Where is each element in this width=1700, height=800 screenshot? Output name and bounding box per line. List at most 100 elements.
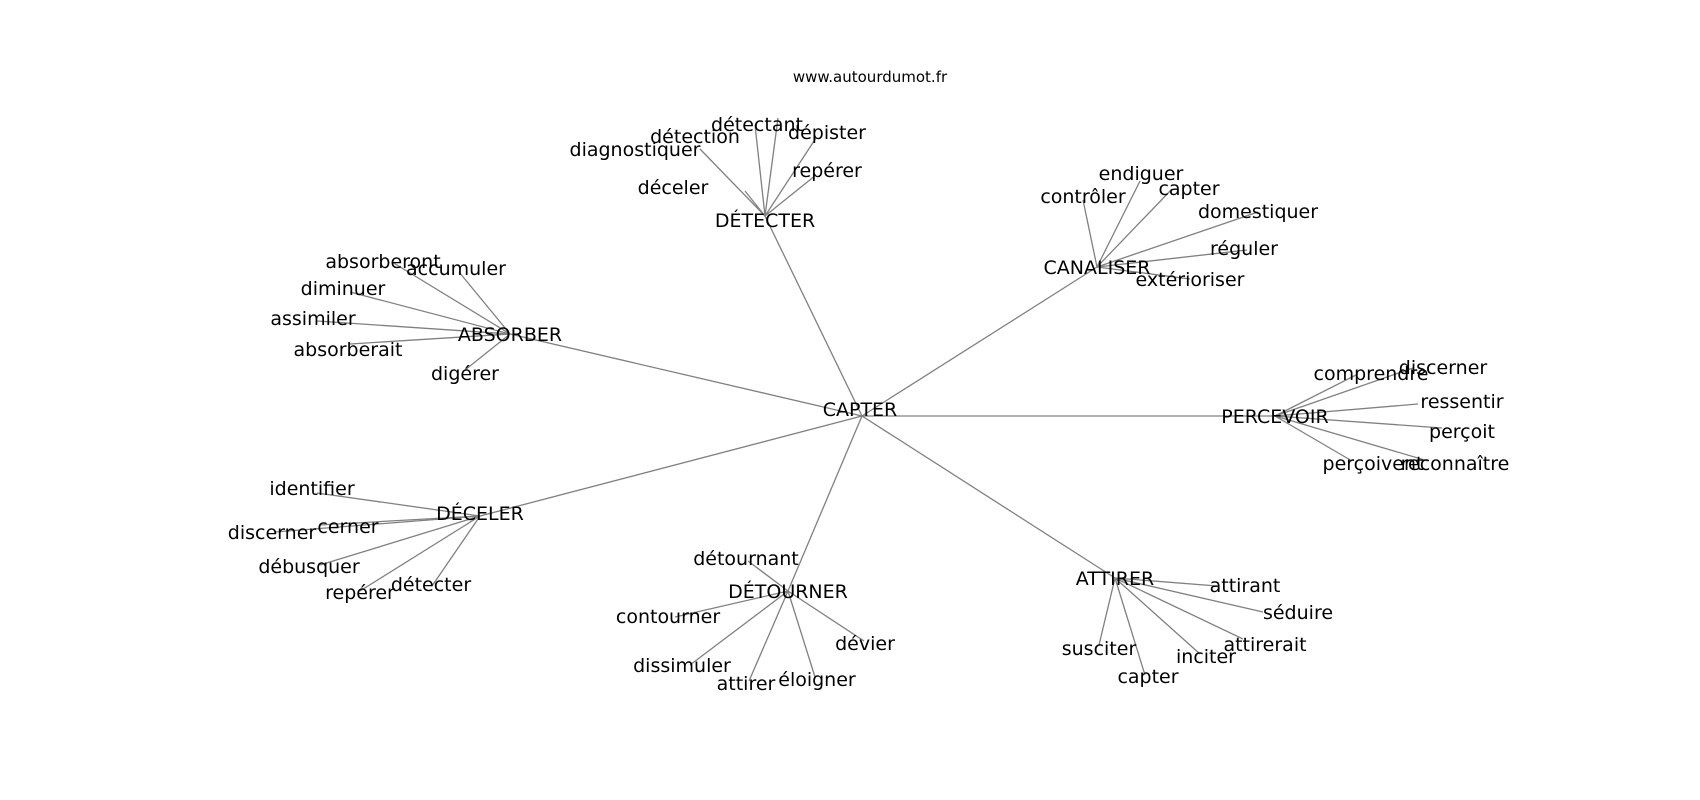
word-label: capter [1117, 666, 1178, 688]
edge-absorber-word [349, 291, 511, 335]
word-label: attirer [717, 673, 776, 695]
word-label: attirant [1210, 575, 1281, 597]
word-label: diminuer [301, 278, 386, 300]
word-label: susciter [1062, 638, 1137, 660]
word-label: diagnostiquer [570, 139, 701, 161]
hub-label-canaliser: CANALISER [1044, 257, 1151, 279]
edge-canaliser-word [1082, 199, 1098, 268]
word-label: digérer [431, 363, 499, 385]
edge-detecter-word [764, 174, 817, 217]
word-label: contrôler [1040, 186, 1126, 208]
word-label: attirerait [1223, 634, 1306, 656]
word-label: assimiler [270, 308, 355, 330]
hub-label-deceler: DÉCELER [436, 502, 524, 525]
word-label: détectant [711, 114, 803, 136]
edge-attirer-word [1114, 577, 1146, 676]
word-label: reconnaître [1401, 453, 1510, 475]
word-label: absorberont [325, 251, 440, 273]
word-label: accumuler [406, 258, 506, 280]
edge-detourner-word [787, 590, 816, 678]
hub-label-detecter: DÉTECTER [715, 209, 815, 232]
edge-percevoir-word [1274, 415, 1353, 462]
edge-detourner-word [674, 590, 789, 618]
word-label: débusquer [258, 556, 360, 578]
edge-detourner-word [787, 590, 865, 642]
edge-percevoir-word [1274, 403, 1419, 417]
word-label: repérer [792, 160, 862, 182]
word-label: éloigner [778, 669, 856, 691]
edge-detourner-word [748, 590, 789, 682]
edge-deceler-word [359, 515, 481, 592]
edge-percevoir-word [1274, 367, 1414, 417]
word-label: détournant [693, 548, 799, 570]
edge-attirer-word [1114, 577, 1244, 640]
center-node-label: CAPTER [823, 399, 898, 421]
word-label: comprendre [1314, 363, 1429, 385]
edge-absorber-word [349, 333, 511, 345]
word-label: dépister [788, 122, 866, 144]
graph-labels: www.autourdumot.fr CAPTER DÉTECTER diagno… [228, 68, 1510, 695]
edge-attirer-word [1114, 577, 1264, 613]
word-label: séduire [1263, 602, 1333, 624]
edge-detecter-word [754, 124, 766, 217]
edge-center-detourner [787, 415, 863, 592]
edge-percevoir-word [1274, 415, 1443, 429]
edge-canaliser-word [1096, 188, 1173, 268]
word-label: discerner [228, 522, 317, 544]
word-label: discerner [1399, 357, 1488, 379]
word-label: endiguer [1099, 163, 1184, 185]
word-label: réguler [1210, 238, 1278, 260]
edge-absorber-word [316, 320, 511, 335]
edge-center-canaliser [861, 266, 1098, 417]
edge-canaliser-word [1096, 211, 1259, 268]
word-label: perçoivent [1323, 453, 1424, 475]
word-label: perçoit [1429, 421, 1495, 443]
word-label: identifier [269, 478, 354, 500]
edge-center-deceler [479, 415, 863, 517]
edge-canaliser-word [1096, 266, 1191, 280]
site-credit: www.autourdumot.fr [793, 68, 948, 86]
edge-attirer-word [1098, 577, 1116, 646]
edge-center-absorber [509, 333, 863, 417]
word-label: déceler [638, 177, 709, 199]
hub-label-attirer: ATTIRER [1076, 568, 1154, 590]
edge-center-attirer [861, 415, 1116, 579]
edge-detecter-word [764, 117, 779, 217]
hub-label-absorber: ABSORBER [458, 324, 562, 346]
word-label: repérer [325, 582, 395, 604]
edge-absorber-word [464, 333, 511, 371]
word-label: extérioriser [1136, 269, 1245, 291]
edge-deceler-word [319, 515, 481, 566]
edge-canaliser-word [1096, 180, 1141, 268]
edge-detecter-word [744, 190, 766, 217]
edge-deceler-word [316, 492, 481, 517]
word-label: inciter [1176, 646, 1236, 668]
word-label: dévier [835, 633, 895, 655]
edge-detecter-word [699, 148, 766, 217]
edge-attirer-word [1114, 577, 1218, 587]
edge-center-detecter [764, 215, 863, 417]
edge-percevoir-word [1274, 373, 1359, 417]
word-label: cerner [317, 516, 378, 538]
hub-label-detourner: DÉTOURNER [728, 580, 848, 603]
edge-percevoir-word [1274, 415, 1429, 462]
edge-canaliser-word [1096, 249, 1248, 268]
edge-detourner-word [689, 590, 789, 666]
edge-deceler-word [431, 515, 481, 587]
edge-deceler-word [274, 515, 481, 533]
word-label: dissimuler [633, 655, 731, 677]
word-label: détecter [391, 574, 471, 596]
edge-absorber-word [458, 271, 511, 335]
hub-label-percevoir: PERCEVOIR [1221, 406, 1328, 428]
edge-attirer-word [1114, 577, 1201, 655]
graph-edges [274, 117, 1443, 682]
edge-absorber-word [391, 261, 511, 335]
word-label: capter [1158, 178, 1219, 200]
word-label: contourner [616, 606, 720, 628]
edge-deceler-word [318, 515, 481, 526]
edge-detecter-word [764, 137, 817, 217]
word-label: absorberait [294, 339, 403, 361]
word-label: détection [650, 126, 740, 148]
word-label: domestiquer [1198, 201, 1318, 223]
